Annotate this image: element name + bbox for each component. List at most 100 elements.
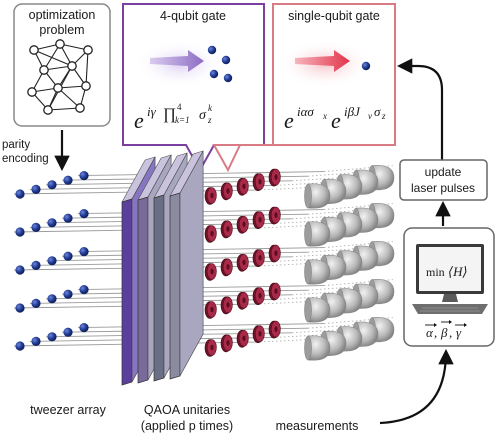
atom-icon	[31, 184, 41, 194]
atom-icon	[79, 171, 89, 181]
svg-text:∏: ∏	[163, 106, 176, 123]
detector-face	[304, 335, 312, 361]
tweezer-array-label: tweezer array	[30, 403, 106, 417]
detector-face	[304, 221, 312, 247]
graph-edge	[33, 49, 73, 67]
laser-arrow-purple	[150, 50, 204, 72]
ring-hole	[210, 230, 214, 237]
parity-label: parity	[2, 139, 30, 151]
problem-graph	[27, 39, 93, 115]
qaoa-slab	[153, 194, 165, 382]
atom-icon	[31, 298, 41, 308]
detector-icon	[307, 335, 331, 361]
single-qubit-gate-box: single-qubit gate e iασ x e iβJ ν σ z	[212, 3, 396, 173]
detector-icon	[307, 221, 331, 247]
ring-hole	[274, 326, 278, 332]
atom-icon	[361, 61, 371, 71]
ring-hole	[210, 268, 214, 275]
ring-hole	[258, 216, 262, 223]
atom-icon	[31, 336, 41, 346]
atom-icon	[79, 285, 89, 295]
svg-text:γ: γ	[456, 325, 462, 340]
atom-icon	[63, 175, 73, 185]
svg-text:k=1: k=1	[175, 115, 190, 125]
graph-edge	[47, 107, 81, 111]
atom-icon	[15, 227, 25, 237]
single-qubit-gate-title: single-qubit gate	[288, 9, 380, 23]
atom-icon	[63, 251, 73, 261]
atom-icon	[79, 209, 89, 219]
detector-face	[304, 259, 312, 285]
qaoa-slab-side	[179, 150, 204, 377]
ring-hole	[258, 178, 262, 185]
ring-hole	[242, 221, 246, 228]
graph-edge	[43, 43, 61, 71]
optimization-title-line2: problem	[39, 23, 84, 37]
update-line1: update	[425, 165, 462, 179]
svg-text:e: e	[284, 108, 294, 133]
atom-icon	[15, 303, 25, 313]
detector-icon	[307, 297, 331, 323]
ring-hole	[242, 259, 246, 266]
ring-hole	[242, 335, 246, 342]
ring-hole	[226, 302, 230, 308]
laser-arrow-red	[295, 50, 350, 72]
screen-expectation-label: ⟨H⟩	[448, 264, 468, 279]
ring-hole	[210, 344, 214, 351]
svg-text:α: α	[426, 325, 434, 340]
four-qubit-gate-title: 4-qubit gate	[160, 9, 226, 23]
svg-text:iασ: iασ	[297, 104, 314, 119]
parameter-vectors: α , β , γ	[425, 320, 467, 340]
svg-text:z: z	[207, 115, 212, 125]
atom-icon	[79, 323, 89, 333]
graph-node	[39, 65, 49, 75]
svg-text:,: ,	[434, 325, 437, 340]
atom-icon	[221, 55, 231, 65]
atom-icon	[79, 247, 89, 257]
svg-text:,: ,	[449, 325, 452, 340]
svg-text:z: z	[381, 111, 386, 121]
svg-text:σ: σ	[374, 104, 381, 119]
svg-text:σ: σ	[199, 108, 207, 123]
svg-text:ν: ν	[368, 111, 372, 121]
update-laser-pulses-box: update laser pulses	[399, 159, 488, 201]
qaoa-slab	[137, 196, 149, 384]
ring-hole	[226, 188, 230, 194]
atom-icon	[207, 45, 217, 55]
atom-icon	[15, 341, 25, 351]
measurements-label: measurements	[276, 419, 359, 433]
svg-text:iβJ: iβJ	[344, 104, 361, 119]
svg-text:e: e	[134, 108, 144, 133]
graph-edge	[57, 87, 81, 109]
atom-icon	[63, 213, 73, 223]
atom-icon	[47, 332, 57, 342]
graph-node	[55, 39, 65, 49]
graph-node	[81, 81, 91, 91]
svg-text:β: β	[440, 325, 448, 340]
graph-node	[67, 61, 77, 71]
ring-hole	[242, 297, 246, 304]
graph-node	[53, 83, 63, 93]
ring-hole	[258, 330, 262, 337]
graph-node	[27, 87, 37, 97]
atom-icon	[63, 327, 73, 337]
qaoa-label-line2: (applied p times)	[141, 419, 233, 433]
optimization-title-line1: optimization	[29, 8, 96, 22]
ring-hole	[226, 340, 230, 346]
classical-computer-box: min ⟨H⟩ α , β , γ	[403, 227, 495, 347]
graph-node	[43, 105, 53, 115]
svg-text:iγ: iγ	[147, 104, 157, 119]
svg-text:4: 4	[177, 102, 182, 112]
detector-face	[304, 183, 312, 209]
ring-hole	[258, 292, 262, 299]
optimization-problem-box: optimization problem	[13, 3, 111, 127]
encoding-label: encoding	[2, 153, 49, 165]
detector-icon	[307, 183, 331, 209]
ring-hole	[274, 212, 278, 218]
graph-node	[83, 45, 93, 55]
atom-icon	[15, 265, 25, 275]
qaoa-slab	[121, 198, 133, 386]
ring-hole	[258, 254, 262, 261]
ring-hole	[210, 192, 214, 199]
